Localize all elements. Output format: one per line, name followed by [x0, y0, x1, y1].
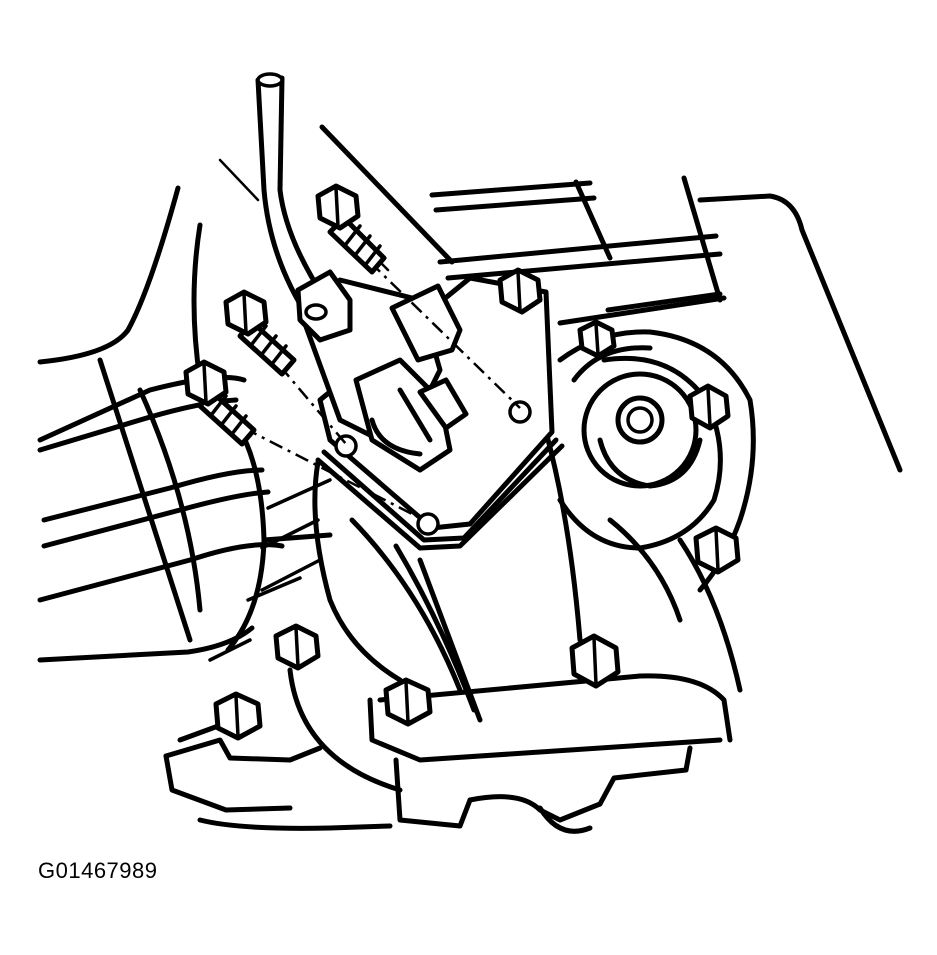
bolt-upper: [315, 183, 390, 275]
rear-cover: [557, 355, 723, 551]
bolt-middle: [223, 289, 297, 377]
bolt-head-cover-upper: [577, 319, 617, 359]
mount-flange: [163, 517, 743, 834]
figure-id-label: G01467989: [38, 858, 158, 883]
shift-linkage: [297, 277, 469, 473]
transmission-housing: [37, 185, 333, 663]
transfer-case-body: [312, 329, 756, 723]
bolt-head-mount-left: [213, 691, 263, 741]
bolt-head-flange-right: [569, 633, 621, 689]
frame-rails: [319, 124, 903, 473]
bolt-head-flange-left: [273, 623, 321, 671]
shift-cable: [218, 72, 353, 343]
bolt-lower: [183, 359, 257, 447]
bolt-head-flange-center: [383, 677, 433, 727]
bolt-head-cover-lower-right: [693, 525, 741, 575]
bolt-head-cover-right: [687, 383, 731, 431]
bolt-head-top-plate: [497, 267, 543, 315]
alignment-lines: [243, 261, 521, 520]
